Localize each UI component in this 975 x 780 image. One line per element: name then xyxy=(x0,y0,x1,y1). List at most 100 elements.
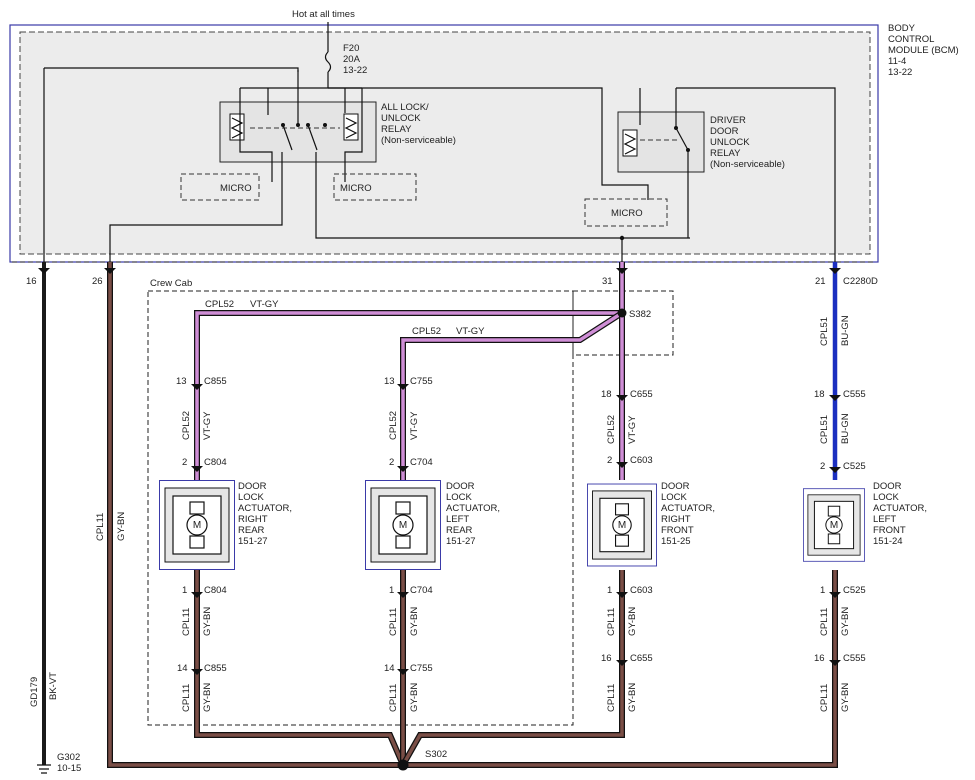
connector-label: C525 xyxy=(843,585,866,596)
connector-label: C804 xyxy=(204,457,227,468)
actuator-label: ACTUATOR, xyxy=(661,503,715,514)
wire-label: CPL11 xyxy=(819,684,830,712)
actuator-label: LOCK xyxy=(446,492,473,503)
motor-icon: M xyxy=(830,520,838,531)
ground-name: G302 xyxy=(57,752,80,763)
wire-color: VT-GY xyxy=(250,299,279,310)
pin-number: 14 xyxy=(384,663,395,674)
wire-label: CPL52 xyxy=(412,326,441,337)
fuse-f20-icon xyxy=(324,51,332,73)
actuator-label: LEFT xyxy=(446,514,469,525)
wire-label: CPL51 xyxy=(819,317,830,346)
relay-driver-label: DRIVER xyxy=(710,115,746,126)
wire-color: GY-BN xyxy=(840,607,851,636)
actuator-label: DOOR xyxy=(661,481,690,492)
actuator-label: LOCK xyxy=(661,492,688,503)
connector-label: C525 xyxy=(843,461,866,472)
actuator-ref: 151-27 xyxy=(446,536,476,547)
pin-number: 2 xyxy=(820,461,825,472)
pin-number: 2 xyxy=(389,457,394,468)
pin-31: 31 xyxy=(602,276,613,287)
connector-label: C755 xyxy=(410,663,433,674)
crew-cab-region xyxy=(147,290,574,726)
motor-icon: M xyxy=(618,520,626,531)
connector-marks xyxy=(38,268,841,675)
actuator-label: REAR xyxy=(238,525,265,536)
bcm-label: BODY xyxy=(888,23,916,34)
wire-color: BK-VT xyxy=(48,672,59,700)
splice-s302-dot xyxy=(397,759,409,771)
relay-all-label: ALL LOCK/ xyxy=(381,102,429,113)
wire-color: VT-GY xyxy=(627,415,638,444)
wire-label: CPL11 xyxy=(95,513,106,541)
power-label: Hot at all times xyxy=(292,9,355,20)
wire-cpl11-legs xyxy=(194,570,625,767)
connector-label: C555 xyxy=(843,653,866,664)
pin-number: 1 xyxy=(607,585,612,596)
actuator-ref: 151-24 xyxy=(873,536,903,547)
pin-number: 1 xyxy=(389,585,394,596)
fuse-name: F20 xyxy=(343,43,359,54)
actuator-ref: 151-27 xyxy=(238,536,268,547)
crew-cab-label: Crew Cab xyxy=(150,278,192,289)
actuator-label: REAR xyxy=(446,525,473,536)
wire-color: GY-BN xyxy=(409,683,420,712)
connector-label: C704 xyxy=(410,457,433,468)
wire-color: GY-BN xyxy=(409,607,420,636)
bcm-label: CONTROL xyxy=(888,34,934,45)
pin-number: 13 xyxy=(176,376,187,387)
wire-color: GY-BN xyxy=(202,607,213,636)
pin-16: 16 xyxy=(26,276,37,287)
splice-s382-dot xyxy=(617,308,627,318)
connector-label: C655 xyxy=(630,653,653,664)
wire-label: CPL52 xyxy=(181,411,192,440)
pin-21: 21 xyxy=(815,276,826,287)
wire-label: CPL11 xyxy=(388,608,399,636)
relay-driver-label: RELAY xyxy=(710,148,741,159)
wire-label: CPL11 xyxy=(606,684,617,712)
motor-icon: M xyxy=(193,520,201,531)
wire-color: VT-GY xyxy=(456,326,485,337)
wire-label: GD179 xyxy=(29,677,40,707)
wire-color: GY-BN xyxy=(202,683,213,712)
wire-color: BU-GN xyxy=(840,315,851,346)
relay-all-label: UNLOCK xyxy=(381,113,421,124)
actuator-label: RIGHT xyxy=(238,514,268,525)
wire-label: CPL11 xyxy=(388,684,399,712)
actuator-label: LOCK xyxy=(238,492,265,503)
pin-number: 16 xyxy=(601,653,612,664)
wire-color: GY-BN xyxy=(840,683,851,712)
actuator-label: DOOR xyxy=(873,481,902,492)
connector-label: C855 xyxy=(204,376,227,387)
splice-s382: S382 xyxy=(629,309,651,320)
relay-all-label: (Non-serviceable) xyxy=(381,135,456,146)
pin-number: 2 xyxy=(182,457,187,468)
connector-label: C755 xyxy=(410,376,433,387)
actuator-label: ACTUATOR, xyxy=(446,503,500,514)
actuator-label: FRONT xyxy=(661,525,694,536)
fuse-rating: 20A xyxy=(343,54,361,65)
ground-icon xyxy=(37,764,51,774)
bcm-ref: 13-22 xyxy=(888,67,912,78)
pin-26: 26 xyxy=(92,276,103,287)
connector-label: C655 xyxy=(630,389,653,400)
pin-number: 16 xyxy=(814,653,825,664)
connector-label: C704 xyxy=(410,585,433,596)
actuator-label: LEFT xyxy=(873,514,896,525)
wire-label: CPL52 xyxy=(606,415,617,444)
relay-driver-label: (Non-serviceable) xyxy=(710,159,785,170)
pin-number: 14 xyxy=(177,663,188,674)
actuator-label: FRONT xyxy=(873,525,906,536)
wire-color: VT-GY xyxy=(409,411,420,440)
actuator-label: ACTUATOR, xyxy=(873,503,927,514)
splice-s302: S302 xyxy=(425,749,447,760)
wire-cpl52 xyxy=(194,262,625,480)
connector-label: C603 xyxy=(630,585,653,596)
wire-label: CPL11 xyxy=(181,608,192,636)
pin-number: 18 xyxy=(601,389,612,400)
wire-color: GY-BN xyxy=(627,683,638,712)
bcm-label: MODULE (BCM) xyxy=(888,45,959,56)
wire-label: CPL52 xyxy=(388,411,399,440)
relay-all-label: RELAY xyxy=(381,124,412,135)
wire-label: CPL11 xyxy=(606,608,617,636)
